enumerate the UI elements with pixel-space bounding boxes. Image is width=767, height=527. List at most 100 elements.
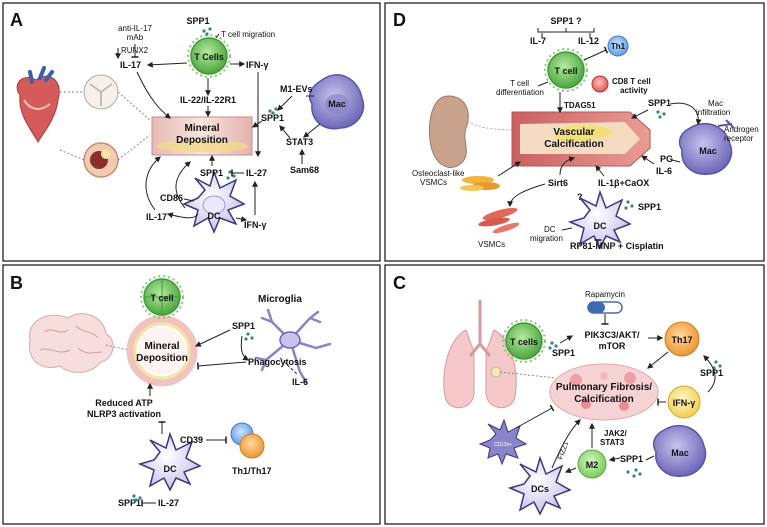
mac-d-label: Mac [699, 146, 717, 156]
sam68-label: Sam68 [290, 165, 319, 175]
osteo-label-1: Osteoclast-like [412, 169, 465, 178]
panel-d-letter: D [393, 10, 406, 30]
phagocytosis-label: Phagocytosis [248, 357, 307, 367]
pik-label-1: PIK3C3/AKT/ [584, 330, 640, 340]
fibrosis-hub [549, 363, 659, 421]
macrophage: Mac [308, 74, 365, 130]
il22-label: IL-22/IL-22R1 [180, 95, 236, 105]
vsmc-icon [478, 207, 520, 234]
macrophage-d: Mac [678, 119, 735, 175]
t-cell-d [547, 51, 585, 89]
ifng-c-label: IFN-γ [673, 398, 696, 408]
spp1-mac-c-label: SPP1 [620, 454, 643, 464]
androgen-label-2: receptor [724, 134, 754, 143]
reduced-atp-label: Reduced ATP [95, 398, 153, 408]
spp1-t-label: SPP1 [552, 348, 575, 358]
spp1-mid-label: SPP1 [261, 113, 284, 123]
th1-cell [607, 35, 629, 57]
dcmig-label-1: DC [544, 225, 556, 234]
dcmig-label-2: migration [530, 234, 563, 243]
m1evs-label: M1-EVs [280, 84, 313, 94]
il12-label: IL-12 [578, 36, 599, 46]
macrophage-c: Mac [652, 425, 707, 477]
anti-il17-label-1: anti-IL-17 [118, 24, 152, 33]
mineral-b-label-2: Deposition [136, 353, 188, 364]
mac-infil-label-1: Mac [708, 99, 723, 108]
cd86-label: CD86 [160, 193, 183, 203]
vascular-label-2: Calcification [544, 139, 603, 150]
heart-icon [16, 66, 60, 143]
dcs-label: DCs [531, 484, 549, 494]
il1b-label: IL-1β+CaOX [598, 178, 649, 188]
il17-bottom-label: IL-17 [146, 212, 167, 222]
kidney-icon [428, 95, 469, 168]
th1th17-label: Th1/Th17 [232, 466, 272, 476]
tdiff-label-2: differentiation [496, 88, 544, 97]
fibrosis-label-2: Calcification [574, 394, 633, 405]
dendritic-cell-b: DC [137, 431, 202, 492]
m2-cell [577, 449, 607, 479]
spp1-question-label: SPP1 ? [550, 16, 581, 26]
tdiff-label-1: T cell [510, 79, 529, 88]
dc-b-label: DC [164, 464, 177, 474]
spp1-b-bottom-label: SPP1 [118, 498, 141, 508]
nlrp3-label: NLRP3 activation [87, 409, 161, 419]
stat3-label: STAT3 [286, 137, 313, 147]
il6-d-label: IL-6 [656, 166, 672, 176]
spp1-dc-d-label: SPP1 [638, 202, 661, 212]
il27-b-label: IL-27 [158, 498, 179, 508]
panel-b-frame [2, 264, 381, 525]
mineral-label-1: Mineral [184, 123, 219, 134]
mineral-b-label-1: Mineral [144, 341, 179, 352]
jak2-label-1: JAK2/ [604, 429, 627, 438]
cd39-label: CD39 [180, 435, 203, 445]
ifng-bottom-label: IFN-γ [244, 220, 267, 230]
mac-label: Mac [328, 99, 346, 109]
dendritic-cells-c: DCs [507, 455, 572, 516]
spp1-dc-label: SPP1 [200, 168, 223, 178]
mineral-ring [126, 315, 198, 387]
osteo-label-2: VSMCs [420, 178, 447, 187]
osteoclast-vsmc-icon [460, 176, 500, 191]
t-cell-c-label: T cells [510, 337, 538, 347]
dendritic-cell: DC [182, 169, 246, 234]
microglia-icon [254, 308, 332, 384]
cd8-label-2: activity [620, 86, 648, 95]
pg-label: PG [660, 154, 673, 164]
t-cell [190, 37, 228, 75]
rp81-label: RP81-MNP + Cisplatin [570, 241, 664, 251]
vsmcs-label: VSMCs [478, 240, 505, 249]
spp1-mac-d-label: SPP1 [648, 98, 671, 108]
il6-b-label: IL-6 [292, 377, 308, 387]
mineral-label-2: Deposition [176, 135, 228, 146]
sirt6-label: Sirt6 [548, 178, 568, 188]
spp1-right-label: SPP1 [700, 368, 723, 378]
ifng-top-label: IFN-γ [246, 60, 269, 70]
tdag51-label: TDAG51 [564, 101, 596, 110]
t-cell-migration-label: T cell migration [221, 30, 275, 39]
il27-label: IL-27 [246, 168, 267, 178]
androgen-label-1: Androgen [724, 125, 759, 134]
cd8-label-1: CD8 T cell [612, 77, 651, 86]
brain-icon [28, 313, 114, 373]
panel-c: C Rapamycin T cells SPP1 PIK3C3/AKT/ mTO… [393, 273, 723, 516]
ifng-cell [667, 385, 701, 419]
panel-a-letter: A [10, 10, 23, 30]
vessel-calcification: Vascular Calcification [511, 111, 651, 167]
panel-b: B Mineral Deposition T cell Microglia SP… [10, 273, 332, 508]
mac-infil-label-2: infiltration [696, 108, 730, 117]
panel-a: A Mineral Deposition T Cells SPP1 T cell… [10, 10, 365, 234]
dc-d-label: DC [594, 221, 607, 231]
th17-c-cell [664, 321, 700, 357]
dc-label: DC [208, 211, 221, 221]
il7-label: IL-7 [530, 36, 546, 46]
rapamycin-capsule-icon [587, 301, 623, 314]
th17-b-cell [239, 433, 265, 459]
panel-b-letter: B [10, 273, 23, 293]
spp1-top-label: SPP1 [186, 16, 209, 26]
t-cell-c [505, 322, 543, 360]
anti-il17-label-2: mAb [127, 33, 144, 42]
il17-top-label: IL-17 [120, 60, 141, 70]
dendritic-cell-d: DC [567, 189, 632, 250]
